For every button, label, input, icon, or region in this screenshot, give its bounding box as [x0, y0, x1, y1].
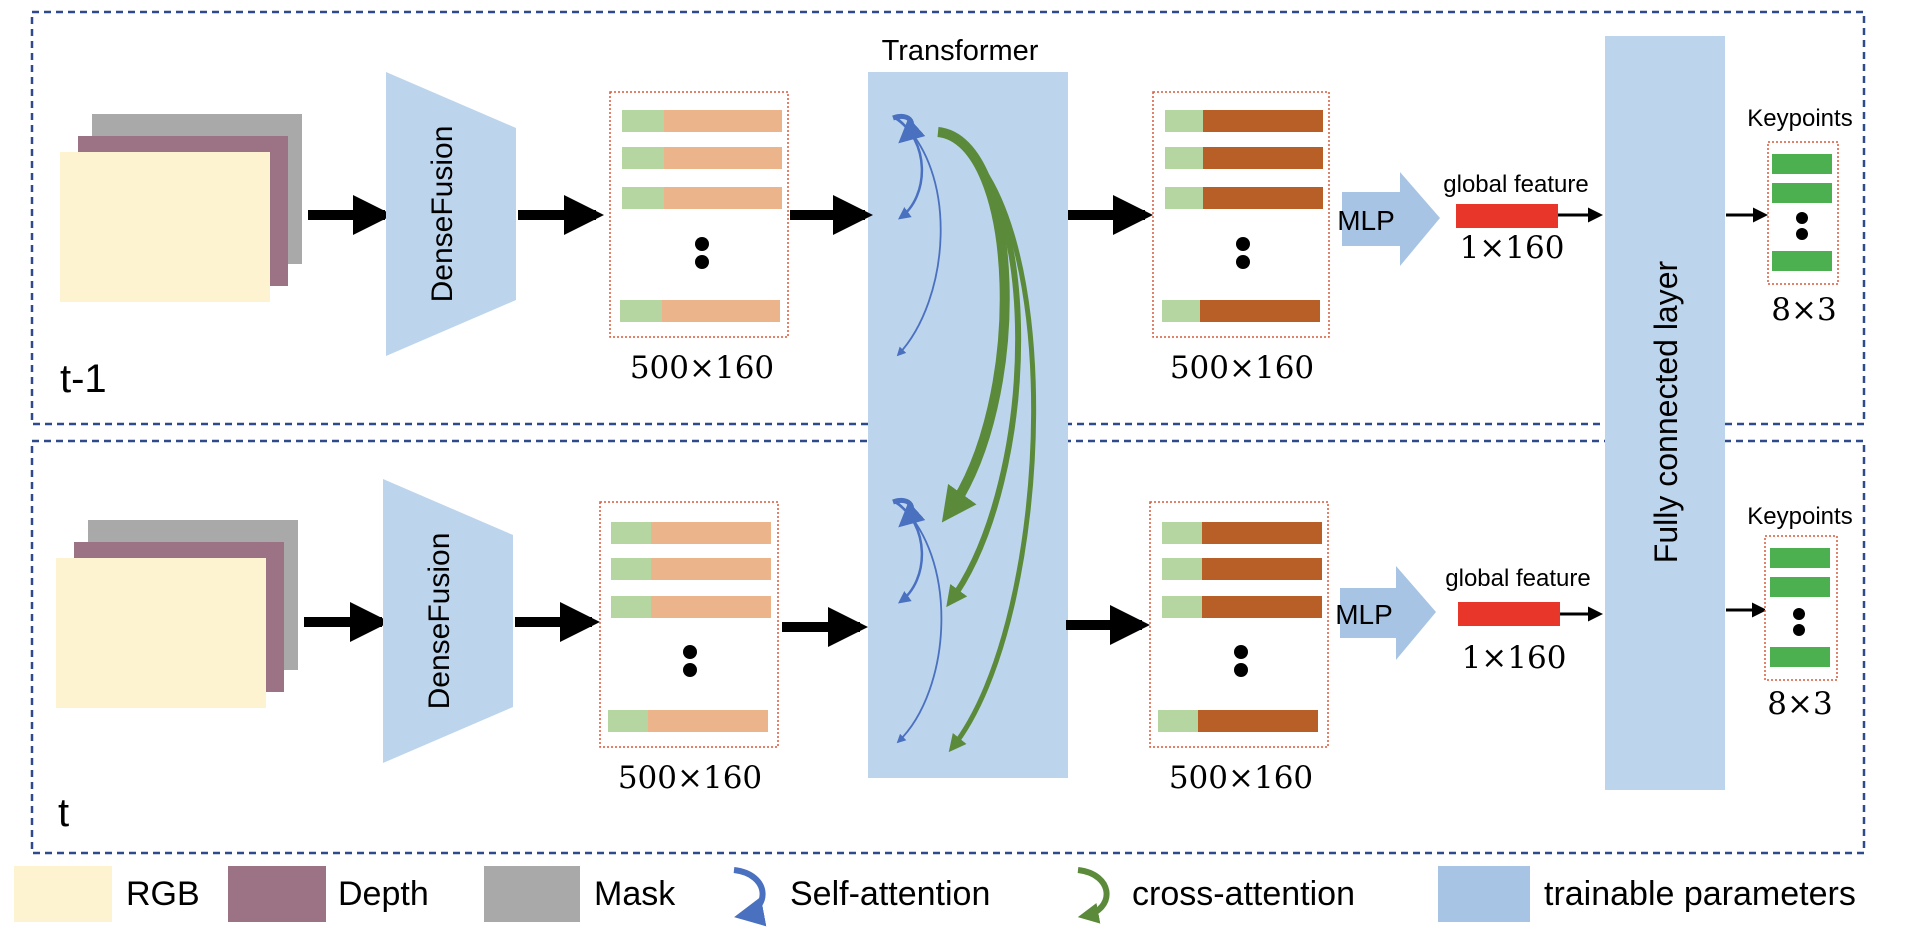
keypoints-label: Keypoints: [1747, 105, 1852, 132]
global-feature-bar: [1458, 602, 1560, 626]
legend-label: trainable parameters: [1544, 875, 1856, 913]
densefusion-bottom: DenseFusion: [383, 479, 513, 763]
self-attention-icon: [733, 867, 767, 927]
keypoints-bottom: [1764, 535, 1838, 681]
mlp-label: MLP: [1337, 205, 1395, 236]
mlp-label: MLP: [1335, 599, 1393, 630]
keypoints-label: Keypoints: [1747, 503, 1852, 530]
feature-map-out-bottom: [1149, 501, 1329, 748]
legend-swatch-trainable: [1438, 866, 1530, 922]
legend-label: Self-attention: [790, 875, 990, 913]
rgb-layer: [56, 558, 266, 708]
self-attention-top: [892, 114, 942, 357]
global-dim-label: 1×160: [1460, 230, 1565, 266]
global-dim-label: 1×160: [1462, 640, 1567, 676]
legend-label: cross-attention: [1132, 875, 1355, 913]
transformer-label: Transformer: [882, 35, 1039, 67]
legend-label: Mask: [594, 875, 676, 913]
global-feature-bar: [1456, 204, 1558, 228]
row-label-top: t-1: [60, 357, 107, 401]
fc-layer-label: Fully connected layer: [1648, 260, 1684, 563]
legend-swatch-rgb: [14, 866, 112, 922]
feature-dim-label: 500×160: [1169, 760, 1313, 796]
legend-swatch-mask: [484, 866, 580, 922]
feature-map-in-bottom: [599, 501, 779, 748]
keypoints-dim-label: 8×3: [1771, 292, 1836, 328]
legend-label: RGB: [126, 875, 200, 913]
densefusion-top: DenseFusion: [386, 72, 516, 356]
keypoints-dim-label: 8×3: [1767, 686, 1832, 722]
densefusion-label: DenseFusion: [423, 533, 456, 710]
feature-map-out-top: [1152, 91, 1330, 338]
legend-swatch-depth: [228, 866, 326, 922]
global-feature-label: global feature: [1445, 565, 1590, 592]
input-stack-top: [60, 114, 302, 302]
feature-map-in-top: [609, 91, 789, 338]
mlp-top: MLP: [1337, 172, 1440, 266]
cross-attention-icon: [1077, 867, 1110, 924]
transformer-block: [868, 72, 1068, 778]
mlp-bottom: MLP: [1335, 566, 1436, 660]
cross-attention: [937, 127, 1037, 753]
feature-dim-label: 500×160: [1170, 350, 1314, 386]
keypoints-top: [1767, 141, 1839, 285]
self-attention-bottom: [892, 498, 943, 744]
densefusion-label: DenseFusion: [426, 126, 459, 303]
feature-dim-label: 500×160: [618, 760, 762, 796]
legend-label: Depth: [338, 875, 429, 913]
legend: RGB Depth Mask Self-attention cross-atte…: [14, 866, 1856, 927]
row-label-bottom: t: [58, 791, 69, 835]
global-feature-label: global feature: [1443, 171, 1588, 198]
rgb-layer: [60, 152, 270, 302]
input-stack-bottom: [56, 520, 298, 708]
feature-dim-label: 500×160: [630, 350, 774, 386]
fc-layer-block: [1605, 36, 1725, 790]
